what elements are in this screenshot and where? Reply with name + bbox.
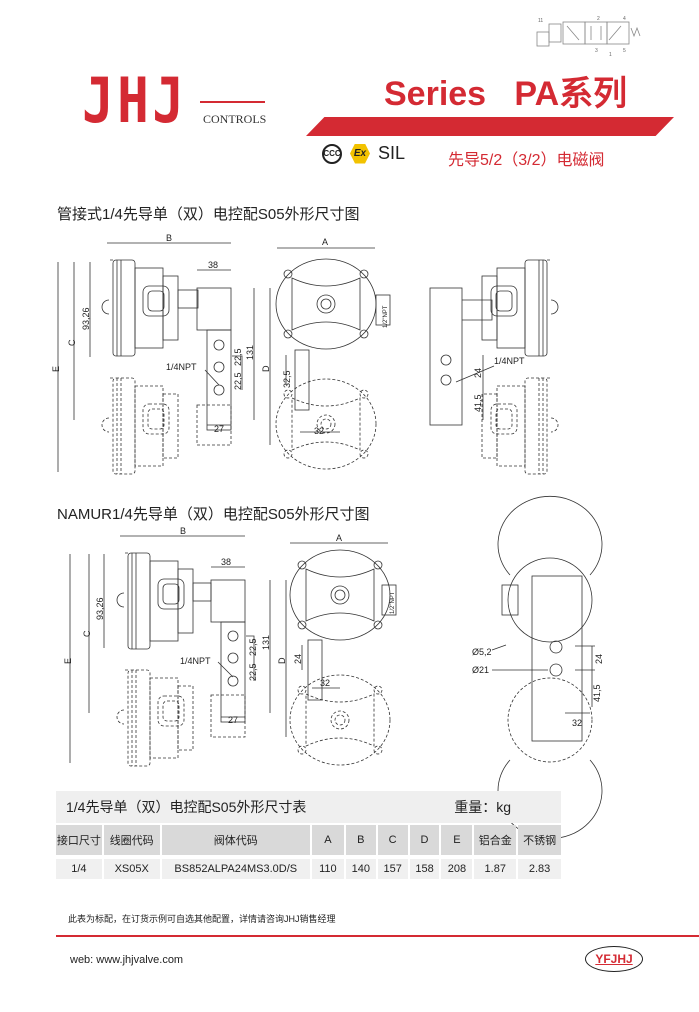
table-cell: 110 [311, 859, 344, 879]
header-cell: B [345, 825, 376, 855]
port-label: 1 [609, 52, 612, 56]
dim-label-131: 131 [245, 345, 255, 360]
dim-label-41-5: 41,5 [592, 684, 602, 702]
table-header-row: 接口尺寸 线圈代码 阀体代码 A B C D E 铝合金 不锈钢 [56, 825, 561, 855]
dim-label-22-5: 22,5 [233, 348, 243, 366]
header-cell: D [409, 825, 440, 855]
dim-label-dia-5-2: Ø5,2 [472, 647, 492, 657]
table-row: 1/4 XS05X BS852ALPA24MS3.0D/S 110 140 15… [56, 857, 561, 879]
dim-label-half-npt: 1/2"NPT [390, 591, 396, 614]
table-cell: 2.83 [518, 859, 561, 879]
dim-label-e: E [63, 658, 73, 664]
header-cell: 铝合金 [474, 825, 517, 855]
table-cell: XS05X [103, 859, 160, 879]
header-red-bar [306, 117, 674, 136]
dim-label-93-26: 93,26 [81, 307, 91, 330]
actuator-top-view [101, 259, 179, 357]
dim-label-d: D [277, 657, 287, 664]
dim-label-d: D [261, 365, 271, 372]
actuator-right-view [481, 259, 559, 357]
dim-label-24: 24 [473, 368, 483, 378]
weight-unit-label: 重量：kg [454, 799, 511, 815]
dim-label-24-right: 24 [594, 654, 604, 664]
dim-label-38: 38 [208, 260, 218, 270]
series-title: Series PA系列 [384, 75, 628, 113]
port-label: 5 [623, 48, 626, 54]
port-label: 3 [595, 48, 598, 54]
product-subtitle: 先导5/2（3/2）电磁阀 [448, 152, 605, 169]
valve-schematic-symbol: 11 2 4 3 5 1 [536, 16, 641, 56]
drawing-threaded: B 38 93,26 C E 131 D 22,5 22,5 1/4NPT 27… [51, 233, 559, 475]
dim-label-27: 27 [214, 424, 224, 434]
header-cell: C [377, 825, 408, 855]
dim-label-npt: 1/4NPT [166, 362, 197, 372]
dim-label-131: 131 [261, 635, 271, 650]
yfjhj-logo: YFJHJ [585, 946, 643, 972]
dim-label-22-5: 22,5 [248, 638, 258, 656]
table-cell: 158 [409, 859, 440, 879]
footnote: 此表为标配，在订货示例可自选其他配置，详情请咨询JHJ销售经理 [68, 914, 336, 924]
ex-cert-icon: Ex [350, 143, 370, 164]
header-cell: E [441, 825, 473, 855]
table-cell: 140 [345, 859, 376, 879]
dim-label-npt-right: 1/4NPT [494, 356, 525, 366]
actuator-bottom-view [101, 377, 179, 475]
table-cell: 1/4 [56, 859, 102, 879]
dim-label-32: 32 [314, 426, 324, 436]
ccc-cert-icon: CCC [322, 143, 342, 164]
dim-label-22-5: 22,5 [248, 663, 258, 681]
footer-divider [56, 935, 699, 937]
table-cell: 157 [377, 859, 408, 879]
port-label: 2 [597, 16, 600, 22]
dim-label-e: E [51, 366, 61, 372]
actuator-bottom-view [116, 669, 194, 767]
logo-subtitle: CONTROLS [203, 112, 267, 126]
dim-label-32-right: 32 [572, 718, 582, 728]
dim-label-dia-21: Ø21 [472, 665, 489, 675]
dim-label-32-5: 32,5 [282, 370, 292, 388]
table-cell: BS852ALPA24MS3.0D/S [161, 859, 310, 879]
header-cell: A [311, 825, 344, 855]
dim-label-22-5: 22,5 [233, 372, 243, 390]
table-title: 1/4先导单（双）电控配S05外形尺寸表 [66, 799, 307, 815]
dim-label-c: C [67, 339, 77, 346]
section-title-threaded: 管接式1/4先导单（双）电控配S05外形尺寸图 [57, 206, 360, 223]
section-title-namur: NAMUR1/4先导单（双）电控配S05外形尺寸图 [57, 506, 370, 523]
dim-label-24: 24 [293, 654, 303, 664]
dim-label-half-npt: 1/2"NPT [383, 305, 389, 328]
header-cell: 接口尺寸 [56, 825, 102, 855]
dim-label-c: C [82, 630, 92, 637]
dim-label-npt: 1/4NPT [180, 656, 211, 666]
dim-label-41-5: 41,5 [473, 394, 483, 412]
table-cell: 208 [441, 859, 473, 879]
header-cell: 阀体代码 [161, 825, 310, 855]
sil-cert-label: SIL [378, 143, 406, 163]
dimension-table: 1/4先导单（双）电控配S05外形尺寸表 重量：kg 接口尺寸 线圈代码 阀体代… [56, 791, 561, 879]
certifications: CCC Ex SIL [322, 143, 405, 164]
dim-label-b: B [180, 526, 186, 536]
dim-label-b: B [166, 233, 172, 243]
dim-label-93-26: 93,26 [95, 597, 105, 620]
dim-label-a: A [336, 533, 342, 543]
dim-label-a: A [322, 237, 328, 247]
website-link[interactable]: web: www.jhjvalve.com [70, 954, 184, 966]
dim-label-32: 32 [320, 678, 330, 688]
drawing-namur: B 38 93,26 C E 131 D 22,5 22,5 1/4NPT 27… [63, 495, 604, 840]
jhj-logo: JHJ [82, 64, 188, 137]
header-cell: 不锈钢 [518, 825, 561, 855]
actuator-top-view [116, 552, 194, 650]
table-cell: 1.87 [474, 859, 517, 879]
actuator-right-bottom-view [481, 377, 559, 475]
logo-divider [200, 101, 265, 103]
dim-label-27: 27 [228, 715, 238, 725]
port-label: 11 [538, 18, 543, 24]
port-label: 4 [623, 16, 626, 22]
header-cell: 线圈代码 [103, 825, 160, 855]
dim-label-38: 38 [221, 557, 231, 567]
